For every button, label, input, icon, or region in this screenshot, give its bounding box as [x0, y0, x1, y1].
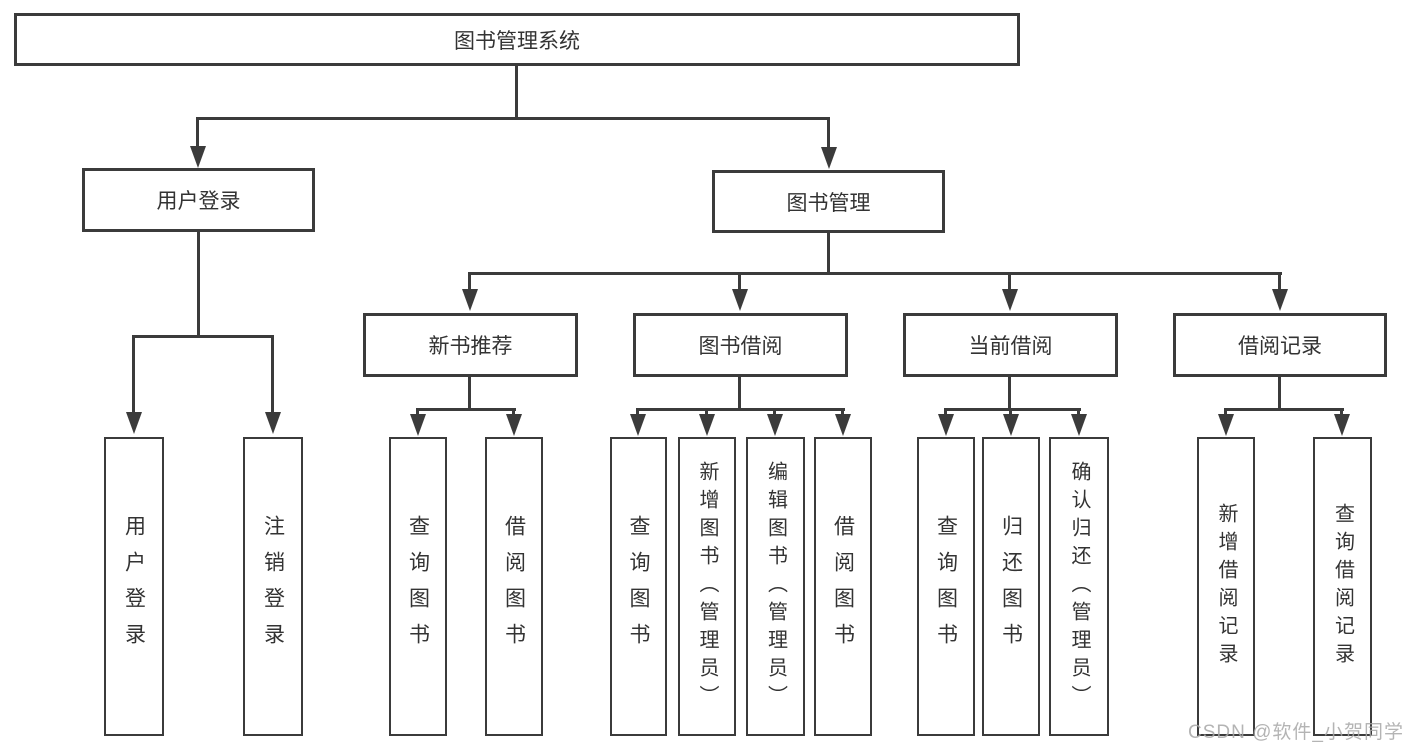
node-new-book-recommend-label: 新书推荐	[428, 335, 513, 358]
connector-root-stub	[515, 64, 518, 120]
arrowhead-book-mgmt	[821, 147, 837, 169]
connector-leaf-stem	[1077, 408, 1080, 416]
arrowhead-current	[1002, 289, 1018, 311]
leaf-add-book-admin-label: 新增图书（管理员）	[696, 460, 718, 713]
connector-leaf-stem	[773, 408, 776, 416]
leaf-return-book-label: 归还图书	[999, 514, 1023, 659]
arrowhead-leaf-logout	[265, 412, 281, 434]
arrowhead-leaf-borrow-book	[835, 414, 851, 436]
connector-borrowing-stem	[738, 272, 741, 290]
arrowhead-leaf-return-book	[1003, 414, 1019, 436]
connector-records-stem	[1278, 272, 1281, 290]
leaf-logout-label: 注销登录	[261, 514, 285, 659]
connector-leaf-stem	[705, 408, 708, 416]
csdn-watermark: CSDN @软件_小贺同学	[1188, 722, 1404, 743]
arrowhead-borrowing	[732, 289, 748, 311]
leaf-current-query-book: 查询图书	[917, 437, 975, 736]
connector-book-mgmt-down	[827, 231, 830, 275]
connector-leaf-stem	[1340, 408, 1343, 416]
leaf-query-borrow-record: 查询借阅记录	[1313, 437, 1372, 736]
leaf-recommend-borrow-book: 借阅图书	[485, 437, 543, 736]
leaf-query-borrow-record-label: 查询借阅记录	[1331, 502, 1354, 671]
arrowhead-leaf-confirm-return	[1071, 414, 1087, 436]
connector-leaf-user-login-stem	[132, 335, 135, 413]
connector-leaf-stem	[841, 408, 844, 416]
connector-leaf-stem	[416, 408, 419, 416]
node-root-label: 图书管理系统	[454, 29, 580, 53]
connector-current-down	[1008, 375, 1011, 411]
connector-user-login-stem	[196, 117, 199, 147]
arrowhead-leaf-borrowing-query	[630, 414, 646, 436]
leaf-recommend-query-book-label: 查询图书	[406, 514, 430, 659]
connector-records-rail	[1224, 408, 1344, 411]
arrowhead-recommend	[462, 289, 478, 311]
leaf-borrowing-query-book: 查询图书	[610, 437, 667, 736]
connector-current-rail	[944, 408, 1081, 411]
node-new-book-recommend: 新书推荐	[363, 313, 578, 377]
connector-recommend-rail	[416, 408, 516, 411]
leaf-add-borrow-record: 新增借阅记录	[1197, 437, 1255, 736]
node-borrowing-records: 借阅记录	[1173, 313, 1387, 377]
connector-leaf-stem	[512, 408, 515, 416]
connector-book-mgmt-stem	[827, 117, 830, 147]
leaf-add-borrow-record-label: 新增借阅记录	[1215, 502, 1237, 671]
connector-level2-rail	[197, 117, 829, 120]
node-current-borrowing-label: 当前借阅	[968, 335, 1053, 358]
leaf-borrowing-query-book-label: 查询图书	[627, 514, 650, 659]
node-book-management-label: 图书管理	[786, 191, 871, 215]
node-current-borrowing: 当前借阅	[903, 313, 1118, 377]
leaf-recommend-query-book: 查询图书	[389, 437, 447, 736]
arrowhead-leaf-current-query	[938, 414, 954, 436]
node-user-login-label: 用户登录	[156, 190, 241, 213]
arrowhead-leaf-edit-book	[767, 414, 783, 436]
leaf-recommend-borrow-book-label: 借阅图书	[502, 514, 526, 659]
leaf-return-book: 归还图书	[982, 437, 1040, 736]
leaf-confirm-return-admin: 确认归还（管理员）	[1049, 437, 1109, 736]
arrowhead-leaf-recommend-query	[410, 414, 426, 436]
connector-borrowing-down	[738, 375, 741, 411]
node-root: 图书管理系统	[14, 13, 1020, 66]
connector-borrowing-rail	[636, 408, 845, 411]
connector-leaf-stem	[944, 408, 947, 416]
leaf-logout: 注销登录	[243, 437, 303, 736]
connector-recommend-down	[468, 375, 471, 411]
leaf-borrowing-borrow-book-label: 借阅图书	[831, 514, 855, 659]
connector-user-login-down	[197, 230, 200, 338]
arrowhead-leaf-query-record	[1334, 414, 1350, 436]
arrowhead-leaf-user-login	[126, 412, 142, 434]
leaf-current-query-book-label: 查询图书	[934, 514, 958, 659]
node-book-borrowing-label: 图书借阅	[698, 335, 783, 358]
node-book-borrowing: 图书借阅	[633, 313, 848, 377]
connector-recommend-stem	[468, 272, 471, 290]
arrowhead-leaf-add-book	[699, 414, 715, 436]
node-user-login: 用户登录	[82, 168, 315, 232]
leaf-borrowing-borrow-book: 借阅图书	[814, 437, 872, 736]
leaf-user-login: 用户登录	[104, 437, 164, 736]
leaf-edit-book-admin: 编辑图书（管理员）	[746, 437, 805, 736]
connector-level3-rail	[468, 272, 1282, 275]
connector-records-down	[1278, 375, 1281, 411]
connector-leaf-logout-stem	[271, 335, 274, 413]
leaf-edit-book-admin-label: 编辑图书（管理员）	[764, 460, 787, 713]
arrowhead-leaf-add-record	[1218, 414, 1234, 436]
connector-user-login-rail	[132, 335, 274, 338]
connector-leaf-stem	[636, 408, 639, 416]
arrowhead-user-login	[190, 146, 206, 168]
connector-leaf-stem	[1224, 408, 1227, 416]
leaf-confirm-return-admin-label: 确认归还（管理员）	[1068, 460, 1090, 713]
arrowhead-records	[1272, 289, 1288, 311]
arrowhead-leaf-recommend-borrow	[506, 414, 522, 436]
connector-leaf-stem	[1009, 408, 1012, 416]
node-book-management: 图书管理	[712, 170, 945, 233]
leaf-add-book-admin: 新增图书（管理员）	[678, 437, 736, 736]
node-borrowing-records-label: 借阅记录	[1238, 335, 1322, 358]
connector-current-stem	[1008, 272, 1011, 290]
leaf-user-login-label: 用户登录	[122, 514, 146, 659]
